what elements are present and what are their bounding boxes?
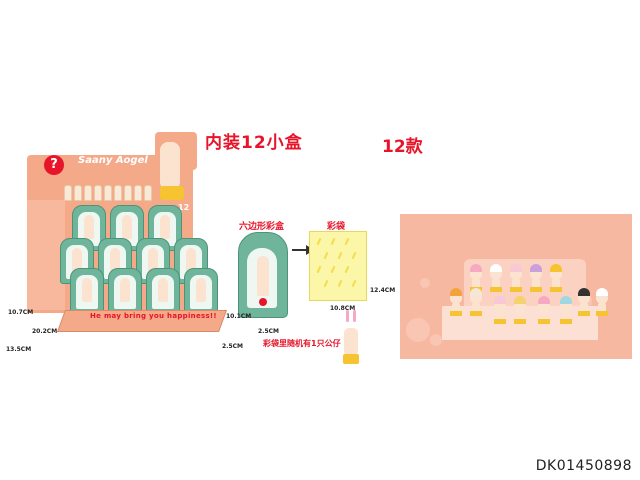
display-height-dim: 10.7CM xyxy=(8,309,34,316)
decor-ball xyxy=(430,334,442,346)
lineup-figure xyxy=(494,296,506,324)
small-box xyxy=(184,268,218,314)
lineup-figure xyxy=(450,288,462,316)
mini-figure xyxy=(144,185,152,201)
bag-figure-base xyxy=(343,354,359,364)
display-brand-text: Saany Aogel xyxy=(78,155,148,166)
mini-figure xyxy=(114,185,122,201)
bag-width-dim: 10.8CM xyxy=(330,305,356,312)
title-style-count: 12款 xyxy=(382,137,423,157)
mini-figure xyxy=(74,185,82,201)
display-mascot-figure xyxy=(160,142,180,190)
lineup-figure xyxy=(470,288,482,316)
display-side-panel xyxy=(27,200,65,310)
hex-box-height-dim: 10.1CM xyxy=(226,313,252,320)
mini-figure xyxy=(94,185,102,201)
lineup-figure xyxy=(596,288,608,316)
color-bag xyxy=(309,231,367,301)
lineup-figure xyxy=(538,296,550,324)
decor-ball xyxy=(420,278,430,288)
hex-box-label: 六边形彩盒 xyxy=(239,222,285,232)
bag-note: 彩袋里随机有1只公仔 xyxy=(263,339,341,348)
lineup-figure xyxy=(560,296,572,324)
display-slogan: He may bring you happiness!! xyxy=(90,312,217,320)
display-count-badge: 12 xyxy=(178,203,190,212)
lineup-figure xyxy=(530,264,542,292)
mini-figure xyxy=(104,185,112,201)
display-width-dim: 20.2CM xyxy=(32,328,58,335)
lineup-figure xyxy=(514,296,526,324)
hex-box-figure xyxy=(257,256,269,296)
arrow-line xyxy=(292,249,308,251)
title-inner-boxes: 内装12小盒 xyxy=(205,133,303,153)
lineup-figure xyxy=(550,264,562,292)
display-mascot-base xyxy=(160,186,184,200)
lineup-figure xyxy=(578,288,590,316)
decor-ball xyxy=(406,318,430,342)
small-box xyxy=(70,268,104,314)
hex-box-width-dim: 2.5CM xyxy=(258,328,280,335)
product-code: DK01450898 xyxy=(535,458,632,474)
bag-figure xyxy=(344,328,358,356)
small-box xyxy=(146,268,180,314)
mini-figure xyxy=(64,185,72,201)
mini-figure xyxy=(124,185,132,201)
question-mark-badge: ? xyxy=(44,155,64,175)
mini-figure xyxy=(84,185,92,201)
hex-box-question-badge xyxy=(259,298,267,306)
small-box xyxy=(108,268,142,314)
display-depth-dim: 13.5CM xyxy=(6,346,32,353)
mini-figure xyxy=(134,185,142,201)
bag-label: 彩袋 xyxy=(327,222,346,232)
lineup-figure xyxy=(510,264,522,292)
hex-box-depth-dim: 2.5CM xyxy=(222,343,244,350)
bag-height-dim: 12.4CM xyxy=(370,287,396,294)
lineup-figure xyxy=(490,264,502,292)
